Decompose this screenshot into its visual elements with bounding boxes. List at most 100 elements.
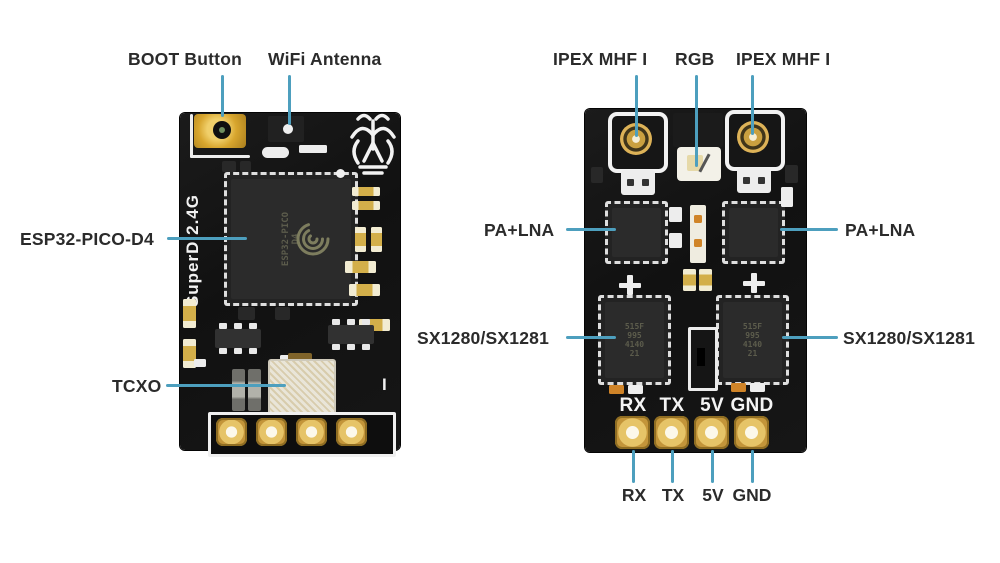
passive-component	[781, 187, 793, 207]
silkscreen-line	[190, 155, 250, 158]
bracket-core	[697, 348, 705, 366]
callout-line-boot	[221, 75, 224, 117]
silk-pin-tx: TX	[659, 395, 685, 416]
silk-pin-5v: 5V	[700, 395, 724, 416]
solder-pad	[336, 418, 367, 446]
solder-pad-5v	[694, 416, 729, 449]
callout-pin-5v: 5V	[702, 485, 724, 505]
rgb-led	[677, 147, 721, 181]
passive-component	[183, 339, 196, 368]
passive-component	[194, 359, 206, 367]
left-board: SuperD 2.4G ESP32-PICO D4	[180, 113, 400, 457]
callout-pin-tx: TX	[661, 485, 685, 505]
passive-component	[222, 161, 236, 172]
passive-component	[262, 147, 289, 158]
passive-component	[591, 167, 603, 183]
callout-esp32: ESP32-PICO-D4	[20, 229, 154, 249]
pa-lna-chip-right	[722, 201, 785, 264]
sot23-component	[213, 323, 263, 354]
board-model-text: SuperD 2.4G	[183, 194, 202, 308]
callout-line-rgb	[695, 75, 698, 167]
solder-pad-tx	[654, 416, 689, 449]
passive-component	[240, 161, 251, 172]
callout-pa-lna-right: PA+LNA	[845, 220, 916, 240]
crystal-icon	[619, 275, 641, 295]
callout-line-tcxo	[166, 384, 286, 387]
callout-line-esp32	[167, 237, 247, 240]
silkscreen-mark	[609, 385, 624, 394]
callout-line-sx-left	[566, 336, 616, 339]
passive-component	[352, 201, 380, 210]
wifi-antenna-pad	[283, 124, 293, 134]
pa-lna-body	[729, 208, 778, 257]
silkscreen-mark	[750, 383, 765, 392]
sot23-component	[326, 319, 376, 350]
board-i-marking: I	[382, 375, 387, 394]
callout-pa-lna-left: PA+LNA	[484, 220, 555, 240]
sx1280-chip-left: 515F 995 4140 21	[598, 295, 671, 385]
passive-component	[669, 233, 682, 248]
passive-component	[688, 327, 718, 391]
pa-lna-chip-left	[605, 201, 668, 264]
pin1-marker-dot	[336, 169, 345, 178]
passive-component	[275, 307, 290, 320]
sx1280-marking: 515F 995 4140 21	[742, 322, 763, 358]
callout-line-pa-left	[566, 228, 616, 231]
esp32-chip-marking: ESP32-PICO D4	[281, 211, 301, 267]
callout-line-pa-right	[780, 228, 838, 231]
callout-tcxo: TCXO	[112, 376, 162, 396]
callout-sx-left: SX1280/SX1281	[417, 328, 550, 348]
callout-line-ipex-left	[635, 75, 638, 137]
callout-ipex-right: IPEX MHF I	[736, 49, 831, 69]
silkscreen-line	[190, 114, 193, 158]
passive-component	[690, 205, 706, 263]
wifi-antenna-component	[268, 116, 304, 142]
sx1280-body: 515F 995 4140 21	[723, 302, 782, 378]
sx1280-chip-right: 515F 995 4140 21	[716, 295, 789, 385]
silk-pin-gnd: GND	[730, 395, 774, 416]
callout-line-pin-rx	[632, 450, 635, 483]
solder-pad-block	[208, 412, 396, 457]
callout-pin-gnd: GND	[732, 485, 772, 505]
passive-component	[669, 207, 682, 222]
passive-component	[355, 227, 366, 252]
passive-component	[299, 145, 327, 153]
esp32-chip-body: ESP32-PICO D4	[231, 179, 351, 299]
silkscreen-mark	[731, 383, 746, 392]
passive-component	[699, 269, 712, 291]
passive-component	[345, 261, 376, 273]
solder-pad	[256, 418, 287, 446]
callout-sx-right: SX1280/SX1281	[843, 328, 976, 348]
solder-pad	[216, 418, 247, 446]
callout-line-wifi	[288, 75, 291, 125]
solder-pad	[296, 418, 327, 446]
passive-component	[352, 187, 380, 196]
passive-component	[621, 170, 655, 195]
callout-line-pin-tx	[671, 450, 674, 483]
pa-lna-body	[612, 208, 661, 257]
tcxo-component	[268, 359, 336, 419]
boot-button-component	[194, 114, 246, 148]
solder-pad-rx	[615, 416, 650, 449]
espressif-logo-icon	[296, 222, 330, 256]
sx1280-body: 515F 995 4140 21	[605, 302, 664, 378]
solder-pad-gnd	[734, 416, 769, 449]
silkscreen-mark	[628, 385, 643, 394]
boot-button-dot	[219, 127, 225, 133]
sx1280-marking: 515F 995 4140 21	[624, 322, 645, 358]
callout-line-pin-5v	[711, 450, 714, 483]
ipex-connector-left	[608, 112, 668, 173]
passive-component	[371, 227, 382, 252]
tcxo-tab	[288, 353, 312, 363]
callout-pin-rx: RX	[621, 485, 647, 505]
callout-line-pin-gnd	[751, 450, 754, 483]
ipex-connector-right	[725, 110, 785, 171]
capacitor-component	[248, 369, 261, 411]
passive-component	[238, 307, 255, 320]
passive-component	[785, 165, 798, 183]
boot-button-plunger	[213, 121, 231, 139]
callout-line-ipex-right	[751, 75, 754, 135]
passive-component	[737, 168, 771, 193]
crystal-icon	[743, 273, 765, 293]
